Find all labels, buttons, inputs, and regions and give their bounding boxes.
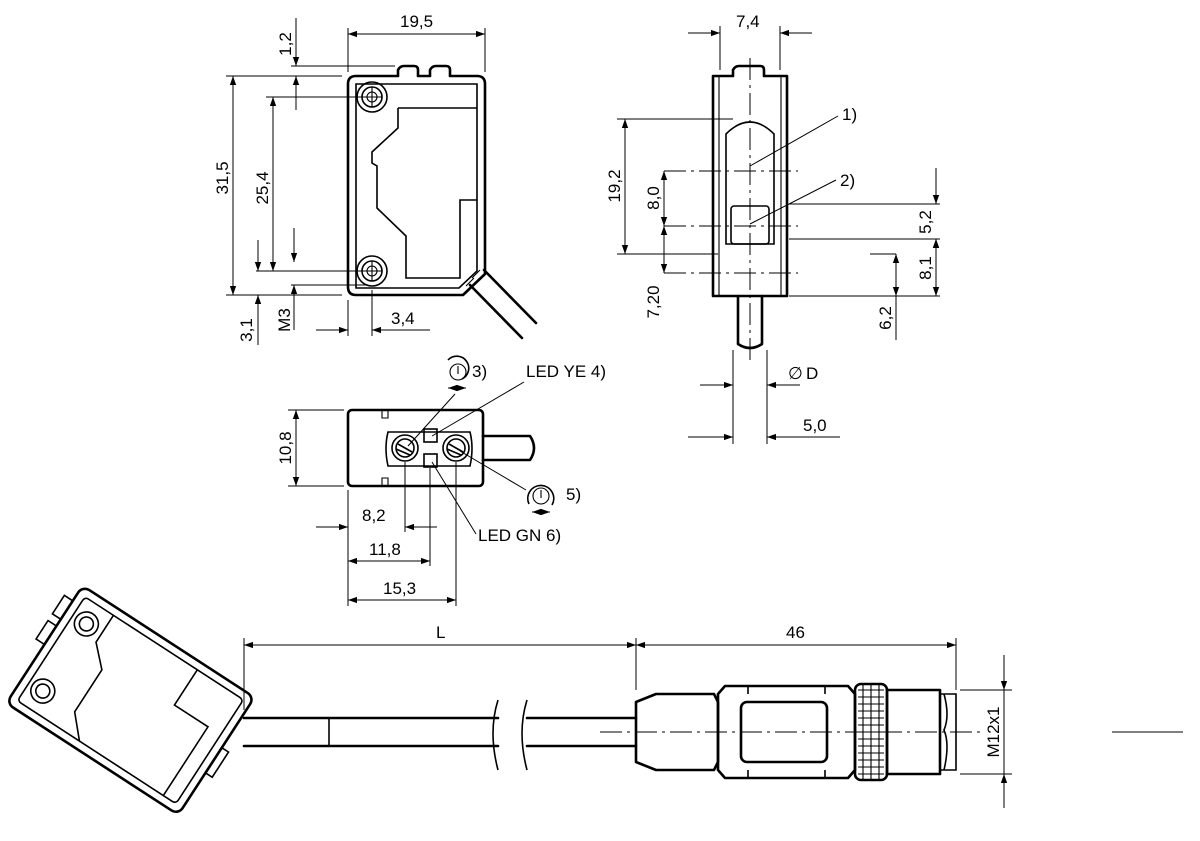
cable-view-sensor xyxy=(8,587,253,814)
dim-front-bottom-offset: 3,1 xyxy=(237,318,256,342)
led-yellow-label: LED YE 4) xyxy=(526,362,606,381)
led-yellow xyxy=(423,428,438,443)
led-green xyxy=(423,453,438,468)
dim-top-15-3: 15,3 xyxy=(383,579,416,598)
adjust-symbol-5-icon xyxy=(526,484,555,516)
dim-side-base: 6,2 xyxy=(876,306,895,330)
callout-2: 2) xyxy=(840,171,855,190)
dim-front-hole-x: 3,4 xyxy=(391,309,415,328)
dim-side-window-top: 5,2 xyxy=(916,210,935,234)
front-cable xyxy=(468,268,538,340)
dim-top-height: 10,8 xyxy=(276,431,295,464)
top-view: 10,8 8,2 11,8 15,3 3) LED YE 4) xyxy=(276,355,606,606)
callout-1: 1) xyxy=(842,105,857,124)
front-housing-outline xyxy=(346,64,487,297)
dim-top-8-2: 8,2 xyxy=(362,506,386,525)
dim-side-lens-height: 19,2 xyxy=(605,169,624,202)
dim-front-top-offset: 1,2 xyxy=(276,32,295,56)
dim-side-window-bottom: 8,1 xyxy=(916,256,935,280)
dim-front-height: 31,5 xyxy=(213,161,232,194)
front-optics-window xyxy=(371,107,477,279)
dim-front-thread: M3 xyxy=(275,308,294,332)
adjust-symbol-3-icon xyxy=(447,355,470,392)
diameter-symbol: ∅ xyxy=(788,364,803,383)
side-housing-outline xyxy=(711,64,789,298)
dim-front-hole-pitch: 25,4 xyxy=(253,171,272,204)
dim-side-lower: 7,20 xyxy=(644,285,663,318)
dim-connector-thread: M12x1 xyxy=(984,706,1003,757)
top-housing-outline xyxy=(346,408,485,488)
front-inner-recess xyxy=(355,83,478,289)
potentiometer-left xyxy=(391,434,419,462)
led-green-label: LED GN 6) xyxy=(478,526,561,545)
m12-connector xyxy=(634,682,957,782)
cable-view: L 46 M12x1 xyxy=(8,587,1183,814)
dim-connector-length: 46 xyxy=(786,623,805,642)
side-view: 7,4 19,2 8,0 7,20 5,2 8,1 6,2 ∅ D 5,0 1) xyxy=(605,12,940,444)
dim-side-lens-center: 8,0 xyxy=(644,186,663,210)
cable-line xyxy=(242,716,638,748)
dim-side-cable-diameter: D xyxy=(806,364,818,383)
callout-5: 5) xyxy=(566,485,581,504)
dim-front-width: 19,5 xyxy=(400,12,433,31)
dim-top-11-8: 11,8 xyxy=(369,540,401,559)
dim-cable-length: L xyxy=(436,623,445,642)
dim-side-width: 7,4 xyxy=(736,12,760,31)
callout-3: 3) xyxy=(472,362,487,381)
top-cable xyxy=(481,434,536,462)
potentiometer-right xyxy=(442,434,470,462)
dim-side-cable-offset: 5,0 xyxy=(803,416,827,435)
side-lens-window xyxy=(725,121,775,245)
front-view: 19,5 1,2 31,5 25,4 3,1 M3 3,4 xyxy=(213,12,538,345)
